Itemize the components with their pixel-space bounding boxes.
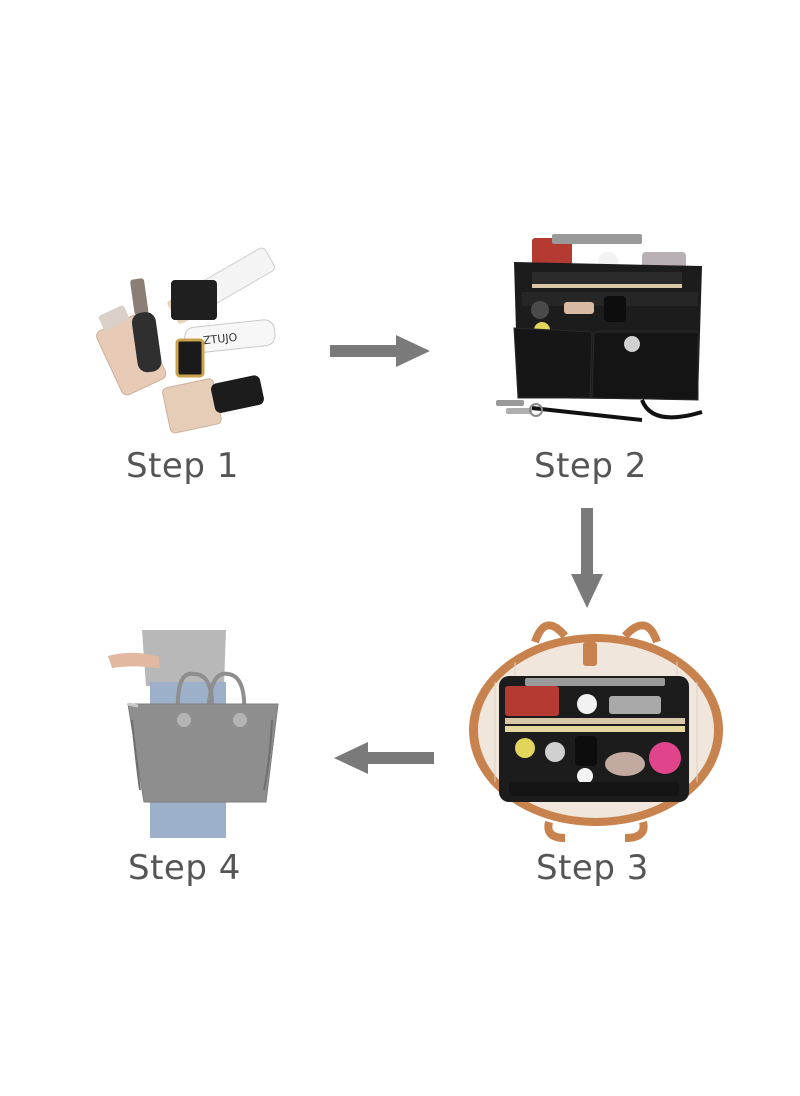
keys-icon xyxy=(496,400,543,417)
step-3-label: Step 3 xyxy=(536,848,649,888)
wallet-icon xyxy=(505,686,559,716)
pink-ball-icon xyxy=(649,742,681,774)
power-bank-icon xyxy=(609,696,661,714)
cosmetics-pile-illustration: ZTUJO xyxy=(96,247,276,434)
tote-carried-illustration xyxy=(108,630,279,838)
step-4-label: Step 4 xyxy=(128,848,241,888)
tablet-icon xyxy=(552,234,642,244)
felt-organizer-illustration xyxy=(496,234,703,422)
compact-icon xyxy=(171,280,217,320)
lipstick-icon xyxy=(175,338,205,378)
step-1-label: Step 1 xyxy=(126,446,239,486)
step-2-label: Step 2 xyxy=(534,446,647,486)
organizer-in-tote-illustration xyxy=(469,621,723,842)
hand-icon xyxy=(108,652,168,670)
grey-tote-bag xyxy=(127,703,279,803)
foundation-jar-icon xyxy=(162,375,264,434)
brand-text: ZTUJO xyxy=(202,331,238,348)
key-strap xyxy=(640,399,703,420)
arrow-down-icon xyxy=(571,508,603,608)
branded-tube-icon: ZTUJO xyxy=(184,319,276,354)
serum-bottle-icon xyxy=(130,278,162,373)
tote-handle-left xyxy=(531,621,569,644)
wallet-icon xyxy=(532,238,572,266)
tote-handle-right xyxy=(622,621,661,644)
foundation-bottle-icon xyxy=(96,305,167,396)
arrow-left-icon xyxy=(334,742,434,774)
arrow-right-icon xyxy=(330,335,430,367)
